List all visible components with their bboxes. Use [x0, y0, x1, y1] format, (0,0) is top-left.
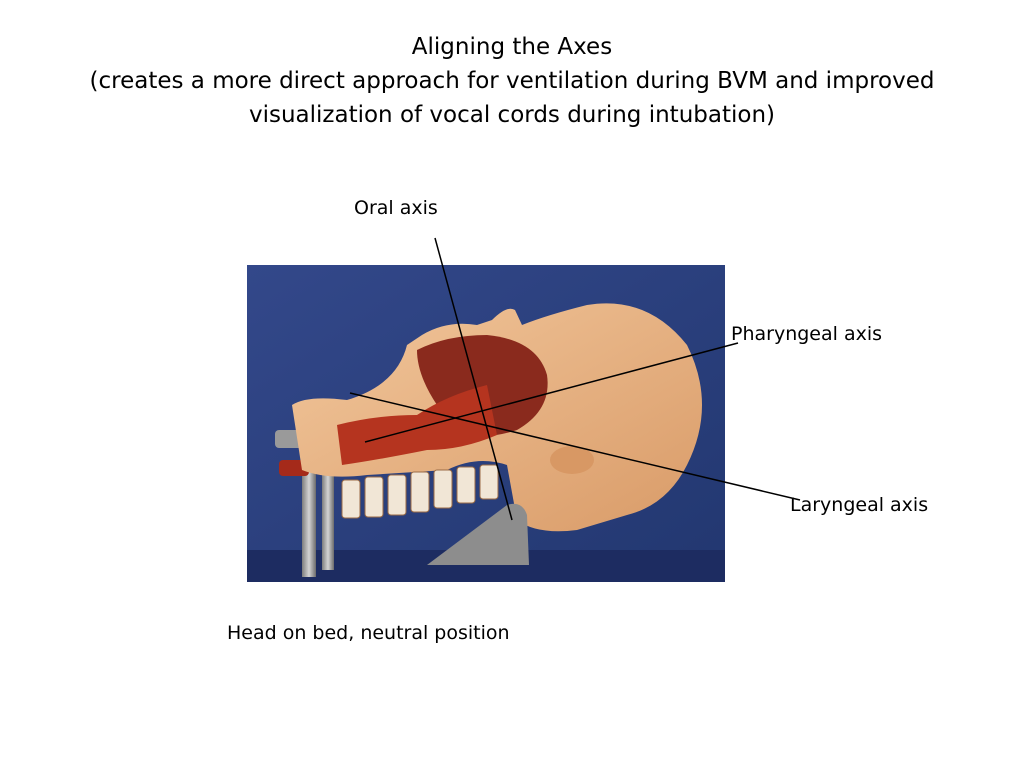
pharyngeal-axis-label: Pharyngeal axis: [731, 323, 883, 345]
title-line-1: Aligning the Axes: [411, 34, 613, 60]
slide-title: Aligning the Axes (creates a more direct…: [0, 30, 1024, 132]
title-line-2: (creates a more direct approach for vent…: [89, 68, 935, 94]
airway-model-illustration: [247, 265, 725, 582]
oral-axis-label: Oral axis: [354, 197, 438, 219]
position-caption: Head on bed, neutral position: [227, 622, 510, 644]
airway-model-photo: [247, 265, 725, 582]
ear: [550, 446, 594, 474]
laryngeal-axis-label: Laryngeal axis: [790, 494, 929, 516]
title-line-3: visualization of vocal cords during intu…: [248, 102, 776, 128]
